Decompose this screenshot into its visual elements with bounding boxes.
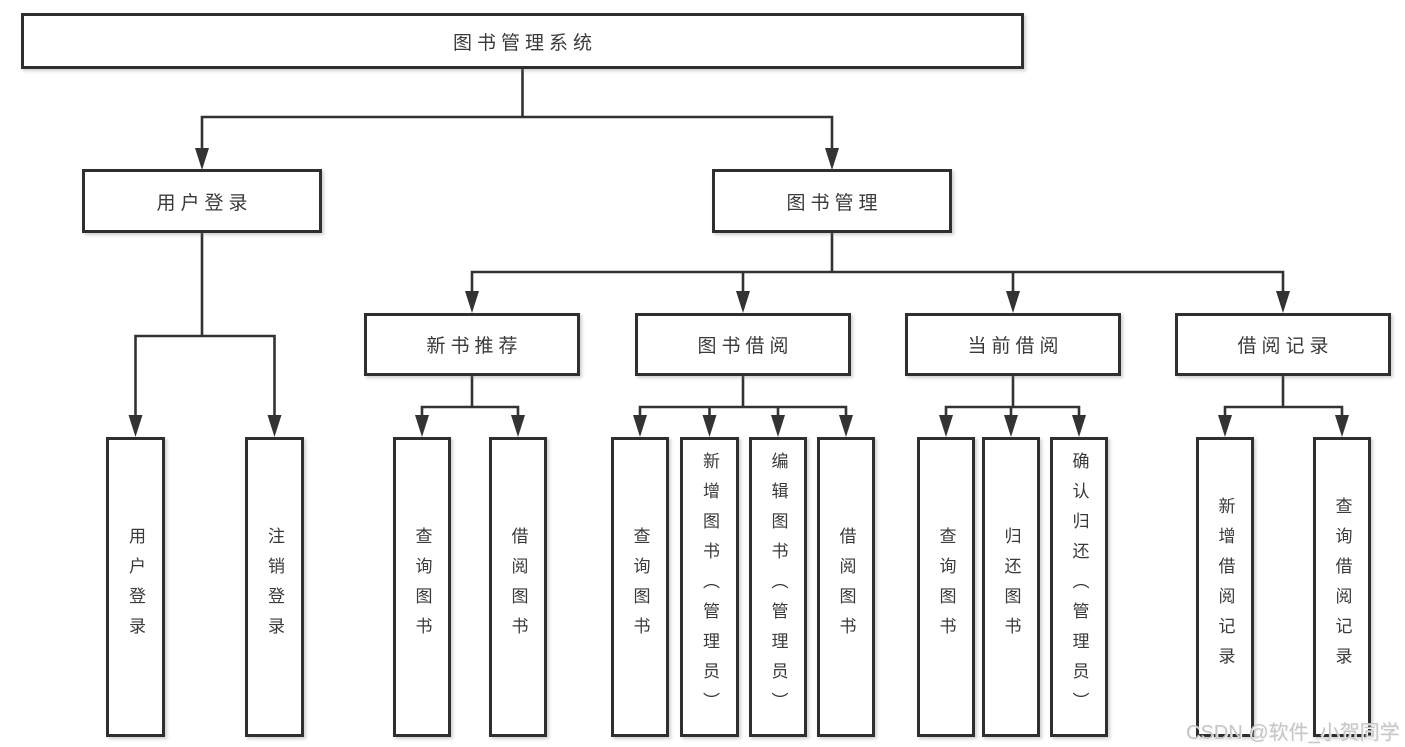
- node-current-borrow: 当前借阅: [905, 313, 1121, 376]
- leaf-query-books-3: 查询图书: [917, 437, 975, 737]
- leaf-confirm-return-admin: 确认归还（管理员）: [1050, 437, 1108, 737]
- leaf-borrow-books-1-label: 借阅图书: [508, 527, 528, 647]
- leaf-borrow-books-1: 借阅图书: [489, 437, 547, 737]
- leaf-query-books-2-label: 查询图书: [630, 527, 650, 647]
- leaf-edit-book-admin-label: 编辑图书（管理员）: [768, 452, 788, 722]
- leaf-query-books-2: 查询图书: [611, 437, 669, 737]
- leaf-return-book-label: 归还图书: [1001, 527, 1021, 647]
- leaf-add-book-admin: 新增图书（管理员）: [680, 437, 739, 737]
- leaf-add-book-admin-label: 新增图书（管理员）: [700, 452, 719, 722]
- leaf-confirm-return-admin-label: 确认归还（管理员）: [1069, 452, 1089, 722]
- watermark: CSDN @软件_小贺同学: [1186, 722, 1400, 744]
- leaf-query-books-1: 查询图书: [393, 437, 451, 737]
- node-current-borrow-label: 当前借阅: [967, 336, 1064, 357]
- node-book-management: 图书管理: [712, 169, 952, 233]
- node-new-book-recommend-label: 新书推荐: [426, 336, 523, 357]
- leaf-borrow-books-2: 借阅图书: [817, 437, 875, 737]
- leaf-logout: 注销登录: [245, 437, 304, 737]
- node-root: 图书管理系统: [21, 13, 1024, 69]
- node-user-login-label: 用户登录: [156, 192, 253, 214]
- leaf-query-books-3-label: 查询图书: [936, 527, 956, 647]
- node-root-label: 图书管理系统: [452, 32, 597, 54]
- leaf-query-books-1-label: 查询图书: [412, 527, 432, 647]
- leaf-borrow-books-2-label: 借阅图书: [836, 527, 856, 647]
- leaf-user-login: 用户登录: [106, 437, 165, 737]
- leaf-logout-label: 注销登录: [265, 527, 284, 647]
- node-new-book-recommend: 新书推荐: [364, 313, 580, 376]
- node-book-management-label: 图书管理: [786, 192, 883, 214]
- leaf-edit-book-admin: 编辑图书（管理员）: [749, 437, 807, 737]
- leaf-query-borrow-record: 查询借阅记录: [1313, 437, 1371, 737]
- node-borrow-records: 借阅记录: [1175, 313, 1391, 376]
- leaf-add-borrow-record-label: 新增借阅记录: [1215, 497, 1235, 677]
- leaf-add-borrow-record: 新增借阅记录: [1196, 437, 1254, 737]
- node-book-borrow-label: 图书借阅: [697, 336, 794, 357]
- leaf-query-borrow-record-label: 查询借阅记录: [1332, 497, 1352, 677]
- leaf-user-login-label: 用户登录: [126, 527, 145, 647]
- node-book-borrow: 图书借阅: [635, 313, 851, 376]
- leaf-return-book: 归还图书: [982, 437, 1040, 737]
- node-borrow-records-label: 借阅记录: [1237, 336, 1334, 357]
- node-user-login: 用户登录: [82, 169, 322, 233]
